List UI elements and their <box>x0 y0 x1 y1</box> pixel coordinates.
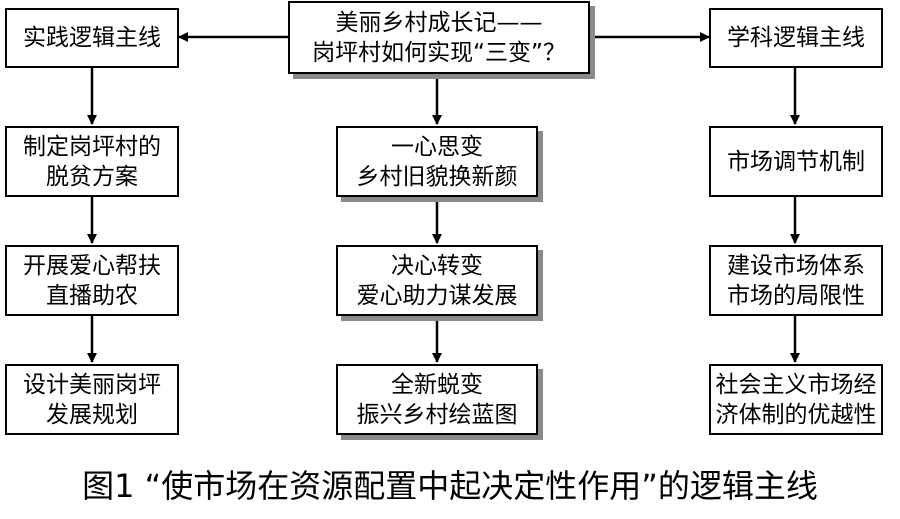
center-step-1-box: 一心思变 乡村旧貌换新颜 <box>336 126 538 197</box>
right-step-3-line1: 社会主义市场经 <box>715 371 877 398</box>
right-step-2-line2: 市场的局限性 <box>727 282 865 309</box>
left-header-label: 实践逻辑主线 <box>23 25 161 51</box>
center-step-1-line1: 一心思变 <box>391 133 483 160</box>
center-step-1-line2: 乡村旧貌换新颜 <box>356 163 518 190</box>
left-step-3-line1: 设计美丽岗坪 <box>23 371 161 398</box>
left-step-1-box: 制定岗坪村的 脱贫方案 <box>5 126 179 197</box>
right-step-1-line1: 市场调节机制 <box>727 148 865 175</box>
right-header-box: 学科逻辑主线 <box>709 8 883 68</box>
right-header-label: 学科逻辑主线 <box>727 25 865 51</box>
top-question-box: 美丽乡村成长记—— 岗坪村如何实现“三变”？ <box>288 1 590 74</box>
left-step-1-line1: 制定岗坪村的 <box>23 133 161 160</box>
center-step-2-line2: 爱心助力谋发展 <box>356 282 518 309</box>
center-step-2-line1: 决心转变 <box>391 252 483 279</box>
left-step-2-line2: 直播助农 <box>46 282 138 309</box>
left-step-2-line1: 开展爱心帮扶 <box>23 252 161 279</box>
right-step-1-box: 市场调节机制 <box>709 126 883 197</box>
top-question-line1: 美丽乡村成长记—— <box>335 9 543 36</box>
center-step-3-box: 全新蜕变 振兴乡村绘蓝图 <box>336 364 538 435</box>
right-step-3-line2: 济体制的优越性 <box>715 401 877 428</box>
left-step-2-box: 开展爱心帮扶 直播助农 <box>5 245 179 316</box>
left-step-3-line2: 发展规划 <box>46 401 138 428</box>
top-question-line2: 岗坪村如何实现“三变”？ <box>312 39 566 66</box>
right-step-2-line1: 建设市场体系 <box>727 252 865 279</box>
center-step-2-box: 决心转变 爱心助力谋发展 <box>336 245 538 316</box>
figure-caption: 图1 “使市场在资源配置中起决定性作用”的逻辑主线 <box>82 467 818 505</box>
center-step-3-line1: 全新蜕变 <box>391 371 483 398</box>
center-step-3-line2: 振兴乡村绘蓝图 <box>356 401 518 428</box>
left-step-3-box: 设计美丽岗坪 发展规划 <box>5 364 179 435</box>
right-step-3-box: 社会主义市场经 济体制的优越性 <box>709 364 883 435</box>
left-header-box: 实践逻辑主线 <box>5 8 179 68</box>
right-step-2-box: 建设市场体系 市场的局限性 <box>709 245 883 316</box>
left-step-1-line2: 脱贫方案 <box>46 163 138 190</box>
